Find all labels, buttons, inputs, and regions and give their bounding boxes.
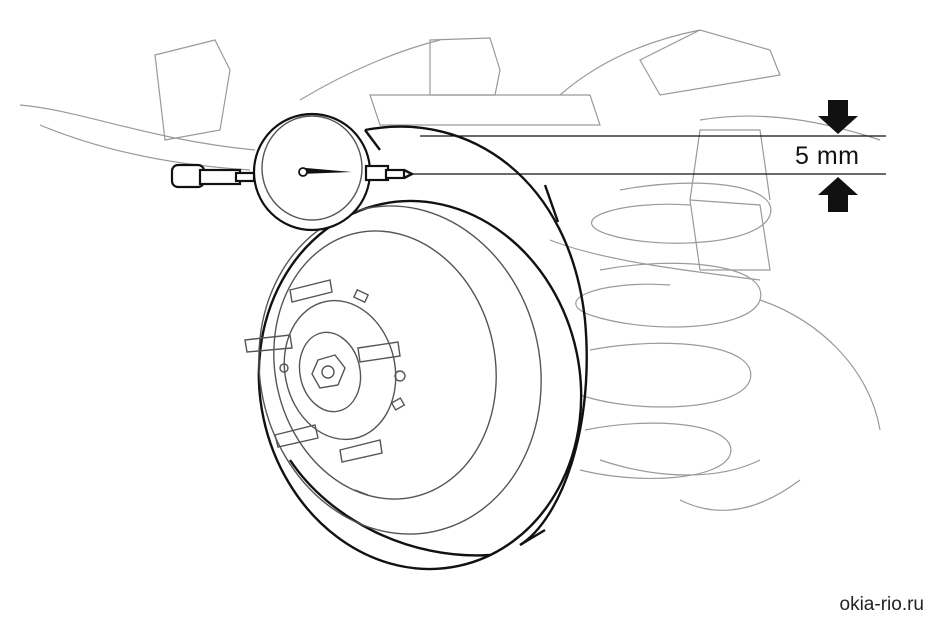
brake-disc-icon: [257, 199, 583, 571]
arrow-up-icon: [818, 177, 858, 212]
wheel-stud: [339, 439, 383, 463]
coil-spring-icon: [575, 182, 772, 480]
wheel-stud: [357, 341, 401, 363]
disc-holes: [279, 288, 406, 496]
background-body-lines: [19, 29, 881, 511]
watermark-text: okia-rio.ru: [839, 594, 924, 615]
wheel-stud: [289, 279, 333, 303]
wheel-stud: [244, 334, 293, 353]
dial-indicator-icon: [170, 112, 415, 232]
wheel-stud: [274, 424, 319, 448]
dimension-lines: [412, 135, 886, 175]
measurement-label: 5 mm: [795, 142, 860, 170]
arrow-down-icon: [818, 100, 858, 134]
dust-shield: [289, 125, 588, 557]
wheel-studs: [244, 279, 401, 463]
